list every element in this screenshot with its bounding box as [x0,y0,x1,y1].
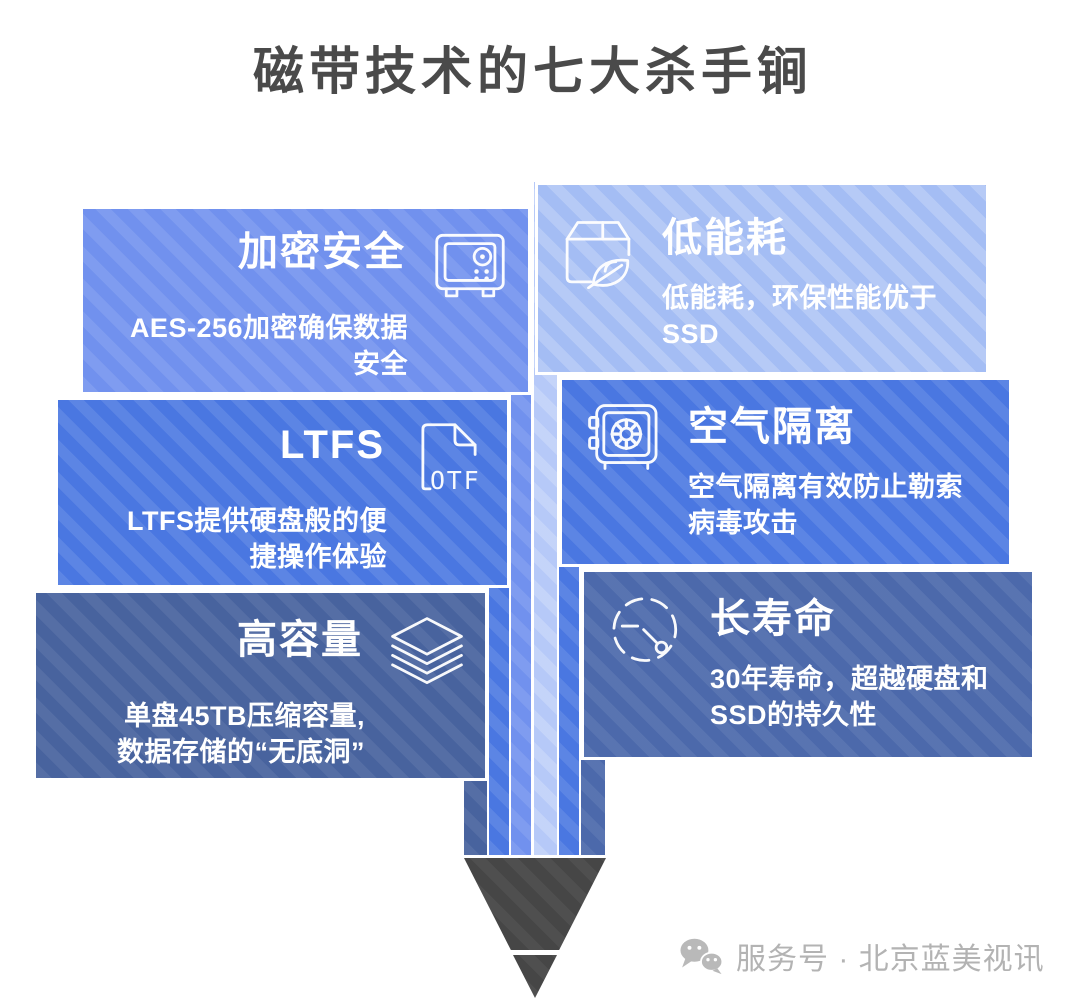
card-ltfs: LTFS OTF LTFS提供硬盘般的便 捷操作体验 [55,397,510,588]
card-encryption-title: 加密安全 [238,230,406,274]
layers-icon [389,615,465,691]
safe-icon [432,227,508,303]
card-encryption-desc: AES-256加密确保数据 安全 [129,313,408,379]
card-encryption: 加密安全 AES-256加密确保数据 安全 [80,206,531,395]
card-air-gap: 空气隔离 空气隔离有效防止勒索 病毒攻击 [559,377,1012,567]
ltf-file-icon: OTF [411,420,480,495]
card-air-gap-title: 空气隔离 [688,405,856,449]
watermark-label: 服务号 · 北京蓝美视讯 [736,943,1045,976]
card-low-energy: 低能耗 低能耗，环保性能优于 SSD [535,182,989,375]
card-longevity-desc: 30年寿命，超越硬盘和 SSD的持久性 [710,664,989,730]
watermark: 服务号 · 北京蓝美视讯 [678,934,1045,978]
page-title: 磁带技术的七大杀手锏 [252,43,813,100]
card-low-energy-title: 低能耗 [662,216,788,260]
clock-icon [608,594,684,670]
card-capacity-desc: 单盘45TB压缩容量, 数据存储的“无底洞” [117,701,365,767]
vault-icon [586,402,662,478]
card-capacity: 高容量 单盘45TB压缩容量, 数据存储的“无底洞” [33,590,488,781]
wechat-icon [680,938,724,975]
package-leaf-icon [560,213,636,289]
pencil-tip-lead [512,955,558,998]
card-ltfs-desc: LTFS提供硬盘般的便 捷操作体验 [127,506,387,572]
card-air-gap-desc: 空气隔离有效防止勒索 病毒攻击 [688,472,963,538]
ltf-file-icon-label: OTF [430,466,480,495]
card-longevity: 长寿命 30年寿命，超越硬盘和 SSD的持久性 [581,569,1035,760]
card-ltfs-title: LTFS [279,423,385,467]
card-longevity-title: 长寿命 [710,597,836,641]
card-low-energy-desc: 低能耗，环保性能优于 SSD [662,283,937,349]
pencil-tip-cone [464,858,606,950]
card-capacity-title: 高容量 [237,618,363,662]
